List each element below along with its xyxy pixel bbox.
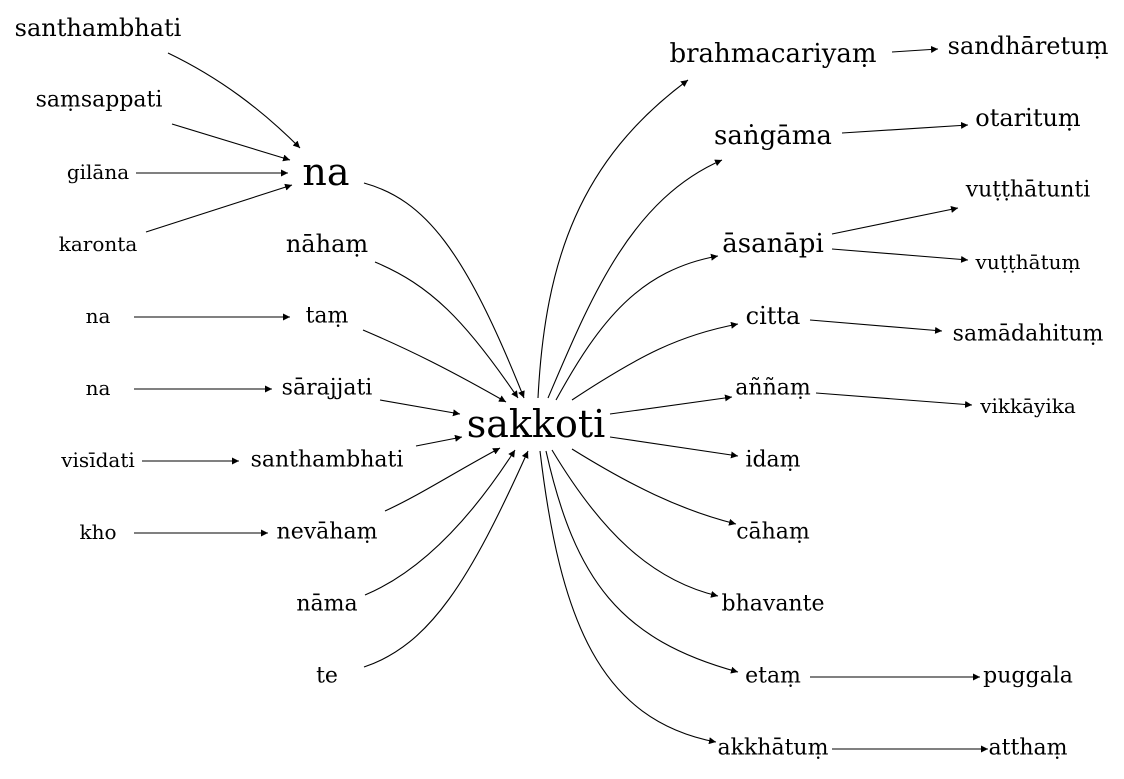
edge-nevaham-to-sakkoti (384, 447, 501, 512)
edge-karonta-to-na (145, 183, 293, 233)
node-karonta: karonta (59, 232, 138, 256)
node-brahmacariyam: brahmacariyaṃ (669, 39, 876, 69)
edge-sakkoti-to-sangama (547, 159, 723, 399)
edge-nama-to-sakkoti (364, 449, 516, 596)
node-sangama: saṅgāma (714, 121, 832, 151)
node-visidati: visīdati (60, 448, 135, 472)
node-vutthatunti: vuṭṭhātunti (965, 178, 1091, 203)
edge-asanapi-to-vutthatum (831, 248, 969, 263)
edge-sakkoti-to-annam (609, 394, 733, 415)
node-naham: nāhaṃ (286, 230, 369, 258)
edge-santhambhati-to-sakkoti (415, 434, 463, 447)
node-sarajjati: sārajjati (282, 376, 373, 401)
edge-tam-to-sakkoti (362, 329, 507, 403)
node-nevaham: nevāhaṃ (277, 520, 378, 545)
edge-sakkoti-to-idam (609, 436, 739, 459)
edge-citta-to-samadahitum (809, 319, 943, 334)
node-puggala: puggala (983, 664, 1073, 689)
node-tam: taṃ (306, 304, 349, 329)
edge-santhambhati-to-na (167, 52, 301, 149)
node-na-row5: na (86, 376, 111, 400)
edge-sakkoti-to-etam (545, 450, 739, 674)
edge-naham-to-sakkoti (374, 261, 519, 399)
edge-sakkoti-to-brahmacariyam (537, 79, 689, 399)
edge-sakkoti-to-bhavante (551, 449, 719, 598)
edge-na-to-sakkoti (363, 182, 525, 399)
node-akkhatum: akkhātuṃ (718, 736, 829, 761)
node-sandharetum: sandhāretuṃ (948, 32, 1109, 60)
node-nama: nāma (296, 592, 357, 617)
node-asanapi: āsanāpi (722, 229, 824, 259)
node-caham: cāhaṃ (736, 520, 810, 545)
node-samadahitum: samādahituṃ (953, 322, 1104, 347)
node-citta: citta (746, 302, 801, 330)
edge-sakkoti-to-caham (571, 448, 737, 526)
node-santhambhati-left: santhambhati (15, 14, 182, 42)
edge-sarajjati-to-sakkoti (379, 399, 461, 417)
node-vikkayika: vikkāyika (979, 394, 1076, 418)
node-vutthatum: vuṭṭhātuṃ (975, 250, 1081, 274)
edge-sakkoti-to-citta (571, 321, 739, 401)
node-na-row4: na (86, 304, 111, 328)
edge-samsappati-to-na (171, 123, 291, 162)
edge-te-to-sakkoti (363, 450, 529, 668)
edge-annam-to-vikkayika (815, 392, 973, 408)
edge-brahmacariyam-to-sandharetum (891, 45, 939, 53)
node-na: na (302, 150, 349, 194)
node-kho: kho (79, 520, 116, 544)
node-santhambhati-mid: santhambhati (251, 448, 404, 473)
node-idam: idaṃ (745, 448, 800, 473)
edge-sakkoti-to-akkhatum (539, 450, 717, 745)
edge-sakkoti-to-asanapi (555, 253, 719, 401)
node-etam: etaṃ (745, 664, 801, 689)
node-annam: aññaṃ (735, 376, 811, 401)
node-te: te (316, 664, 338, 689)
node-gilana: gilāna (67, 160, 129, 184)
node-otaritum: otarituṃ (975, 104, 1081, 132)
node-samsappati: saṃsappati (36, 88, 163, 113)
nodes: sakkoti na santhambhati saṃsappati gilān… (15, 14, 1109, 761)
node-attham: atthaṃ (989, 736, 1068, 761)
node-sakkoti: sakkoti (467, 402, 606, 446)
edges (134, 45, 988, 753)
edge-sangama-to-otaritum (841, 121, 969, 134)
node-bhavante: bhavante (722, 592, 825, 617)
edge-asanapi-to-vutthatunti (831, 205, 959, 235)
